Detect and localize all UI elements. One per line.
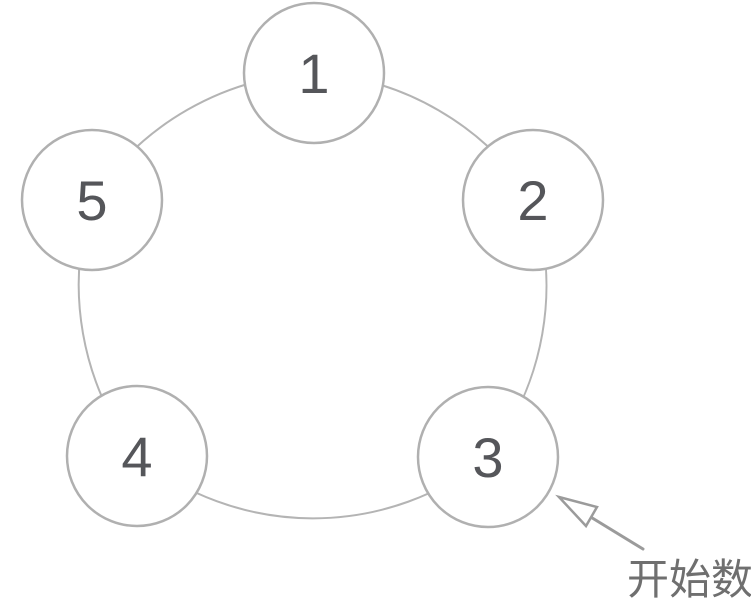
- node-label-1: 1: [298, 42, 329, 105]
- node-circle-5: [20, 128, 164, 272]
- node-circle-4: [65, 384, 209, 528]
- node-4: 4: [65, 384, 209, 528]
- node-circle-2: [461, 128, 605, 272]
- node-label-3: 3: [472, 426, 503, 489]
- start-annotation: 开始数: [555, 494, 751, 603]
- node-2: 2: [461, 128, 605, 272]
- arrow-line: [587, 514, 645, 551]
- node-label-5: 5: [76, 169, 107, 232]
- node-label-2: 2: [517, 169, 548, 232]
- node-1: 1: [242, 1, 386, 145]
- node-3: 3: [416, 385, 560, 529]
- node-5: 5: [20, 128, 164, 272]
- arrowhead-icon: [555, 494, 599, 529]
- annotation-start-label: 开始数: [627, 556, 751, 603]
- node-label-4: 4: [121, 425, 152, 488]
- node-circle-3: [416, 385, 560, 529]
- node-circle-1: [242, 1, 386, 145]
